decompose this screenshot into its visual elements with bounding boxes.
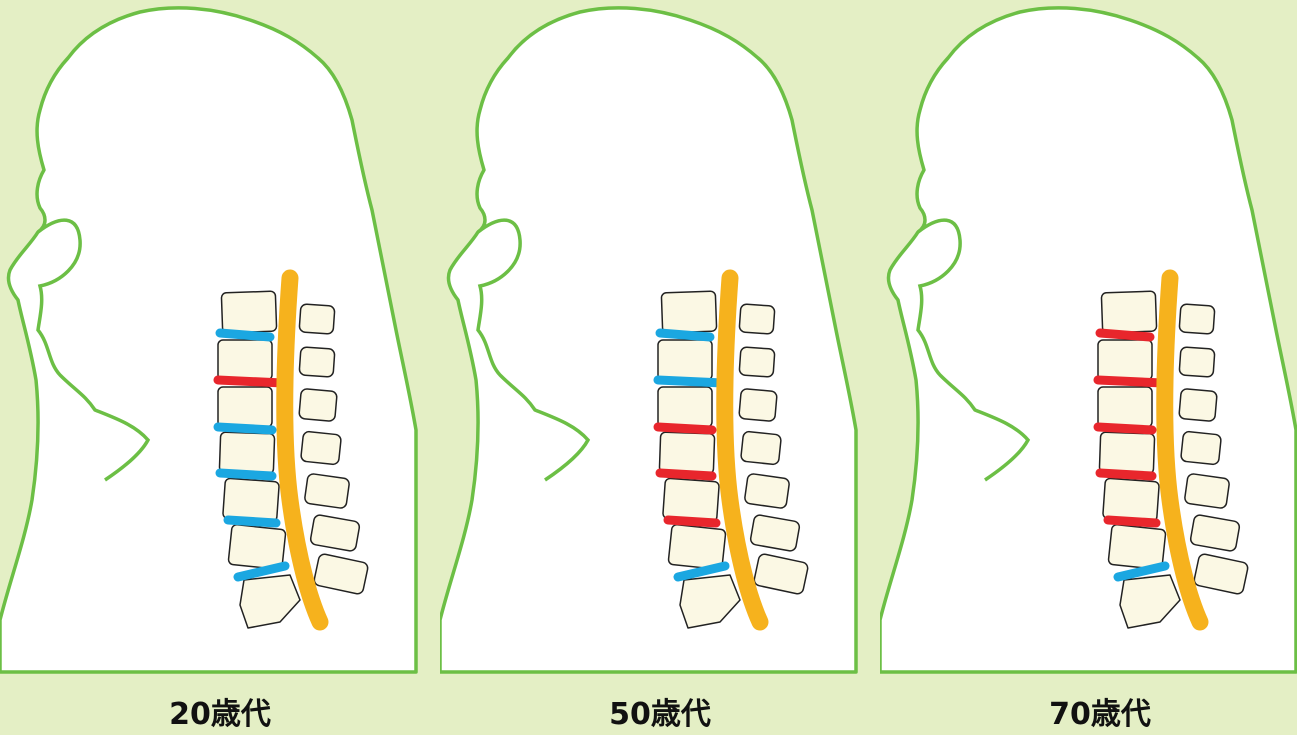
vertebra-body-1 xyxy=(1101,291,1156,333)
vertebra-process-5 xyxy=(1184,473,1230,509)
vertebra-body-2 xyxy=(218,340,272,380)
disc-4-narrow xyxy=(1100,473,1152,476)
vertebra-body-6 xyxy=(1108,524,1166,569)
vertebra-body-2 xyxy=(1098,340,1152,380)
disc-4-narrow xyxy=(660,473,712,476)
vertebra-body-4 xyxy=(1099,432,1154,474)
vertebra-process-5 xyxy=(744,473,790,509)
vertebra-process-4 xyxy=(1181,431,1222,465)
vertebra-process-2 xyxy=(739,347,775,377)
vertebra-body-6 xyxy=(228,524,286,569)
vertebra-body-4 xyxy=(219,432,274,474)
panel-20s: 20歳代 xyxy=(0,0,440,735)
vertebra-body-2 xyxy=(658,340,712,380)
vertebra-body-6 xyxy=(668,524,726,569)
disc-2-narrow xyxy=(218,380,283,383)
disc-3-normal xyxy=(218,427,272,430)
disc-2-normal xyxy=(658,380,723,383)
age-label-50s: 50歳代 xyxy=(440,695,880,735)
disc-1-normal xyxy=(660,333,710,337)
vertebra-process-4 xyxy=(301,431,342,465)
disc-4-normal xyxy=(220,473,272,476)
vertebra-process-2 xyxy=(1179,347,1215,377)
vertebra-process-4 xyxy=(741,431,782,465)
vertebra-process-3 xyxy=(299,388,337,421)
disc-5-narrow xyxy=(668,520,716,523)
disc-2-narrow xyxy=(1098,380,1163,383)
vertebra-body-5 xyxy=(1103,478,1160,522)
age-label-70s: 70歳代 xyxy=(880,695,1297,735)
vertebra-body-4 xyxy=(659,432,714,474)
vertebra-body-1 xyxy=(661,291,716,333)
vertebra-process-2 xyxy=(299,347,335,377)
vertebra-process-5 xyxy=(304,473,350,509)
vertebra-body-3 xyxy=(1098,387,1152,427)
vertebra-process-1 xyxy=(299,304,335,334)
vertebra-process-3 xyxy=(739,388,777,421)
disc-3-narrow xyxy=(1098,427,1152,430)
panel-50s: 50歳代 xyxy=(440,0,880,735)
vertebra-process-1 xyxy=(739,304,775,334)
panel-70s: 70歳代 xyxy=(880,0,1297,735)
disc-3-narrow xyxy=(658,427,712,430)
vertebra-body-5 xyxy=(663,478,720,522)
disc-1-narrow xyxy=(1100,333,1150,337)
disc-5-normal xyxy=(228,520,276,523)
disc-1-normal xyxy=(220,333,270,337)
neck-diagram-50s xyxy=(440,0,880,680)
neck-diagram-20s xyxy=(0,0,440,680)
vertebra-body-1 xyxy=(221,291,276,333)
vertebra-body-5 xyxy=(223,478,280,522)
vertebra-process-3 xyxy=(1179,388,1217,421)
neck-diagram-70s xyxy=(880,0,1297,680)
age-label-20s: 20歳代 xyxy=(0,695,440,735)
vertebra-process-1 xyxy=(1179,304,1215,334)
vertebra-body-3 xyxy=(658,387,712,427)
vertebra-body-3 xyxy=(218,387,272,427)
disc-5-narrow xyxy=(1108,520,1156,523)
